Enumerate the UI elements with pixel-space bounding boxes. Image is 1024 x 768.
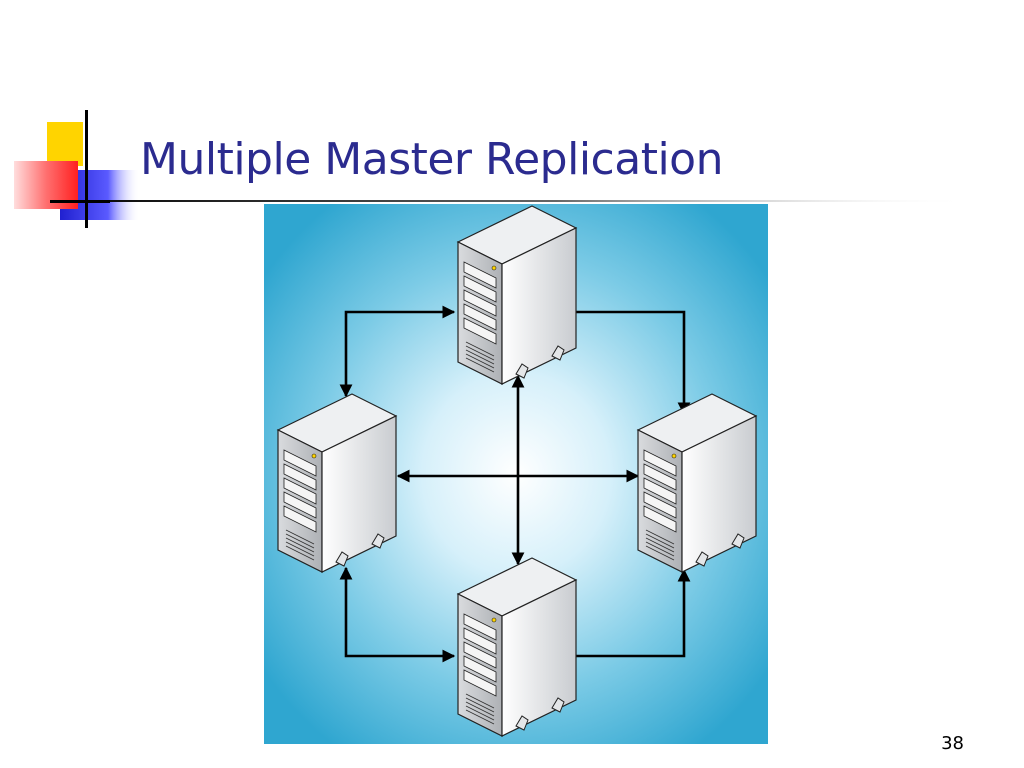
- link-server-bottom-server-right: [550, 568, 691, 663]
- link-server-bottom-server-left: [339, 566, 456, 663]
- replication-links: [339, 305, 691, 663]
- page-number: 38: [941, 733, 964, 754]
- link-server-top-server-left: [339, 305, 456, 398]
- yellow-square: [47, 122, 83, 166]
- link-server-top-server-right: [550, 305, 691, 416]
- slide-title: Multiple Master Replication: [140, 134, 724, 185]
- ornament-vertical-line: [85, 110, 88, 228]
- ornament-horizontal-line: [50, 200, 110, 203]
- title-ornament: [14, 110, 970, 228]
- title-rule: [50, 200, 970, 202]
- replication-diagram: [264, 204, 768, 744]
